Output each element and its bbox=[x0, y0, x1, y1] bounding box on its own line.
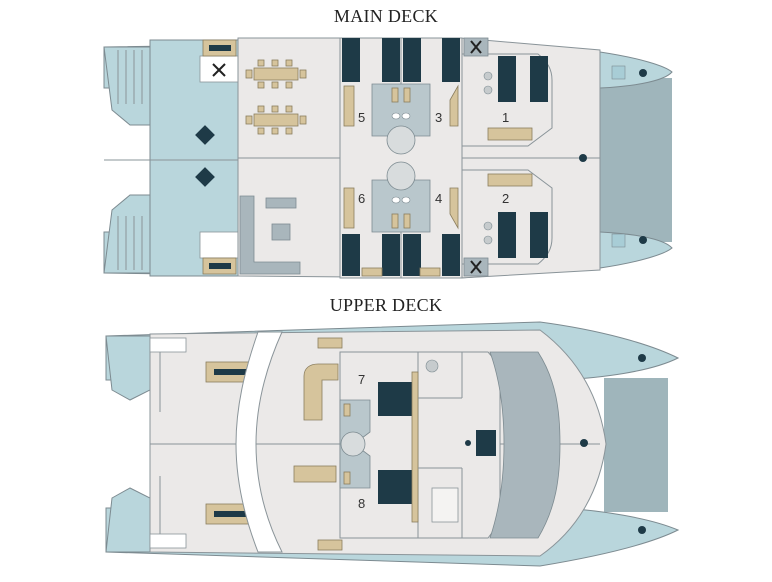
cabin-divider bbox=[411, 371, 419, 523]
desk-cabin-2 bbox=[487, 173, 533, 187]
main-deck-plan: 1 2 3 4 5 6 bbox=[103, 37, 673, 279]
bed-cabin-5b bbox=[382, 38, 400, 82]
cabin-label-5: 5 bbox=[358, 110, 365, 125]
cabin-label-2: 2 bbox=[502, 191, 509, 206]
desk-cabin-1 bbox=[487, 127, 533, 141]
bed-cabin-8 bbox=[378, 470, 418, 504]
bed-cabin-2a bbox=[498, 212, 516, 258]
dining-table-1 bbox=[245, 59, 307, 89]
wheelhouse bbox=[489, 351, 561, 539]
close-icon bbox=[470, 260, 482, 274]
dining-table-2 bbox=[245, 105, 307, 135]
bathroom-top bbox=[371, 83, 431, 137]
cabin-label-8: 8 bbox=[358, 496, 365, 511]
bed-cabin-3 bbox=[442, 38, 460, 82]
upper-deck-hull-gap bbox=[604, 378, 668, 512]
hatch-diamond-bottom bbox=[195, 167, 215, 187]
upper-deck-title: UPPER DECK bbox=[329, 295, 443, 315]
bed-cabin-1b bbox=[530, 56, 548, 102]
helm-console bbox=[476, 430, 496, 456]
upper-deck-plan: 7 8 bbox=[105, 321, 680, 567]
bed-cabin-7 bbox=[378, 382, 418, 416]
bed-cabin-6b bbox=[382, 234, 400, 276]
close-icon bbox=[470, 40, 482, 54]
bed-cabin-1a bbox=[498, 56, 516, 102]
bed-cabin-6 bbox=[342, 234, 360, 276]
lounge-bench bbox=[293, 465, 337, 483]
upper-deck-walkway bbox=[235, 331, 283, 553]
close-icon bbox=[212, 63, 226, 77]
bed-cabin-4 bbox=[442, 234, 460, 276]
cabin-label-1: 1 bbox=[502, 110, 509, 125]
cabin-label-7: 7 bbox=[358, 372, 365, 387]
bed-cabin-5 bbox=[342, 38, 360, 82]
cabin-label-4: 4 bbox=[435, 191, 442, 206]
galley bbox=[239, 195, 301, 275]
bed-cabin-3a bbox=[403, 38, 421, 82]
lounge-sofa bbox=[303, 363, 339, 421]
main-deck-title: MAIN DECK bbox=[333, 6, 439, 26]
bed-cabin-4a bbox=[403, 234, 421, 276]
main-deck-hull-gap bbox=[600, 78, 672, 242]
cabin-label-6: 6 bbox=[358, 191, 365, 206]
cabin-label-3: 3 bbox=[435, 110, 442, 125]
bed-cabin-2b bbox=[530, 212, 548, 258]
